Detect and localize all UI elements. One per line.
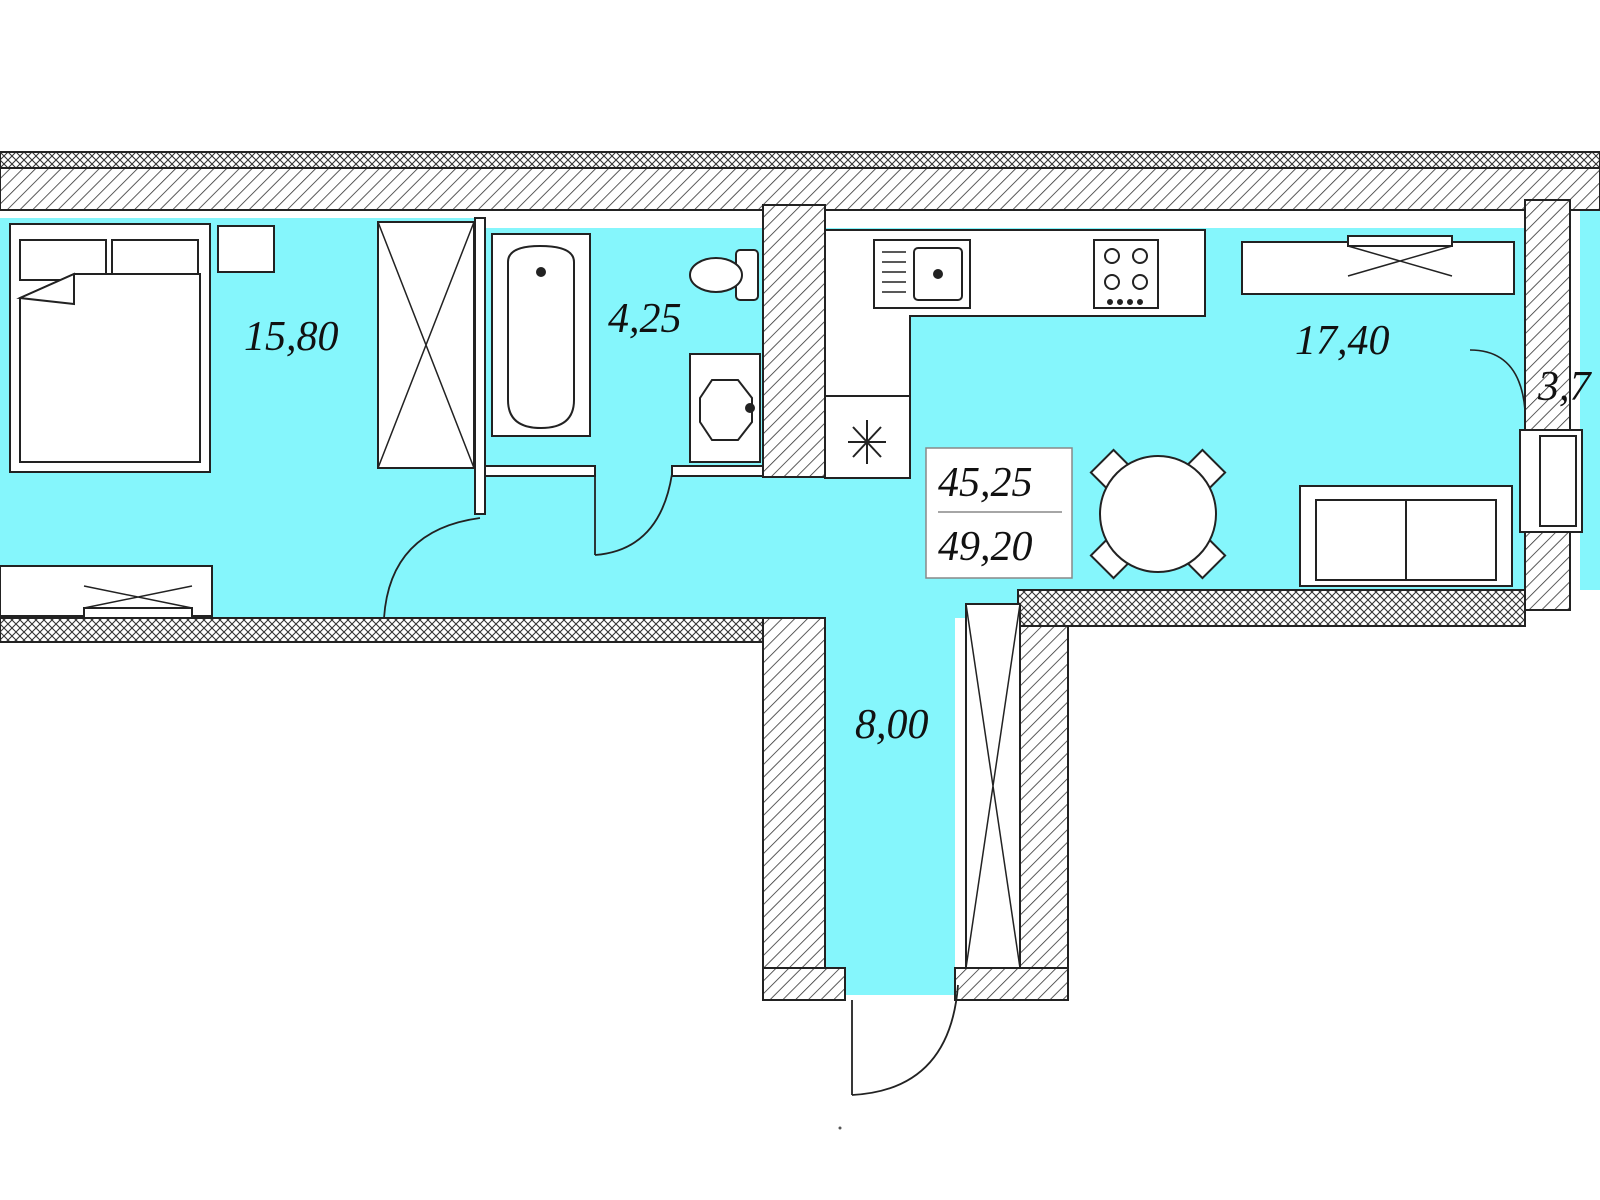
balcony-door-icon xyxy=(1469,345,1583,533)
wardrobe-bottom-icon xyxy=(0,565,213,619)
entry-wall-right xyxy=(954,967,1069,1001)
wardrobe-icon xyxy=(377,221,475,469)
hallway-area-label: 8,00 xyxy=(855,702,929,748)
bathroom-area-label: 4,25 xyxy=(608,296,682,342)
kitchen-living-area-label: 17,40 xyxy=(1295,318,1390,364)
living-bottom-wall xyxy=(1017,589,1526,627)
balcony-floor xyxy=(1580,200,1600,590)
stove-icon xyxy=(1093,239,1159,309)
sink-icon xyxy=(689,353,761,463)
top-outer-wall xyxy=(0,167,1600,211)
bath-bottom-partition xyxy=(484,465,596,477)
bath-kitchen-wall xyxy=(762,204,826,478)
bed-icon xyxy=(9,223,211,473)
hallway-left-wall xyxy=(762,617,826,1001)
balcony-wall xyxy=(1524,199,1571,611)
dot-mark xyxy=(838,1126,842,1130)
living-area-total: 45,25 xyxy=(938,460,1033,506)
sofa-icon xyxy=(1299,485,1513,587)
area-totals-box: 45,25 49,20 xyxy=(925,447,1073,579)
total-area: 49,20 xyxy=(938,524,1033,570)
entry-wall-left xyxy=(762,967,846,1001)
hallway-right-wall xyxy=(1017,599,1069,1001)
bedroom-bottom-wall xyxy=(0,617,771,643)
bedroom-area-label: 15,80 xyxy=(244,314,339,360)
fridge-icon xyxy=(848,420,886,464)
hallway-floor xyxy=(825,600,955,995)
hallway-wardrobe-icon xyxy=(965,603,1021,969)
tv-stand-icon xyxy=(1241,235,1515,295)
bathtub-icon xyxy=(491,233,591,437)
walls xyxy=(0,151,1600,1001)
nightstand-icon xyxy=(217,225,275,273)
kitchen-sink-icon xyxy=(873,239,971,309)
dining-table-icon xyxy=(1089,448,1227,580)
toilet-icon xyxy=(689,249,759,301)
top-outer-wall-band xyxy=(0,151,1600,169)
door-swing-icon xyxy=(383,473,959,1096)
balcony-area-label: 3,7 xyxy=(1537,364,1593,410)
bath-bottom-partition-2 xyxy=(671,465,764,477)
bedroom-bath-partition xyxy=(474,217,486,515)
